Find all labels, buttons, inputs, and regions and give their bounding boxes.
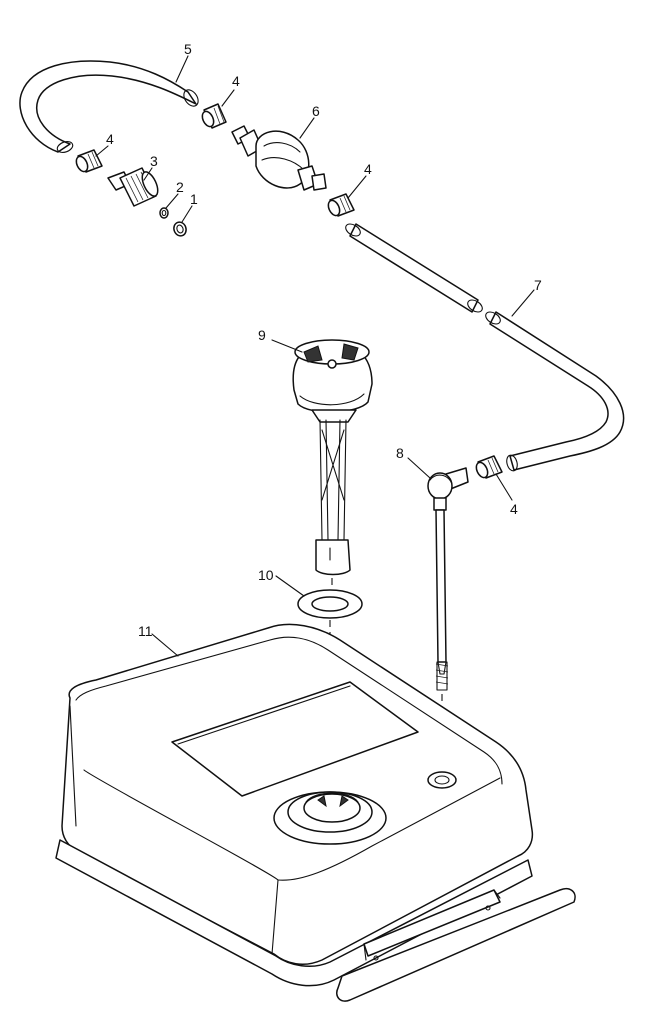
fuel-pickup-tube bbox=[427, 467, 469, 691]
callout-3: 3 bbox=[150, 153, 158, 169]
callout-4-top: 4 bbox=[232, 73, 240, 89]
gauge-gasket bbox=[297, 589, 363, 619]
callout-8: 8 bbox=[396, 445, 404, 461]
callout-9: 9 bbox=[258, 327, 266, 343]
fuel-connector bbox=[107, 167, 159, 207]
callout-4-right: 4 bbox=[510, 501, 518, 517]
callout-6: 6 bbox=[312, 103, 320, 119]
callout-10: 10 bbox=[258, 567, 274, 583]
fuel-hose-curved bbox=[19, 60, 199, 153]
callout-1: 1 bbox=[190, 191, 198, 207]
callout-2: 2 bbox=[176, 179, 184, 195]
hose-clamp-fitting-d bbox=[475, 455, 503, 479]
hose-clamp-fitting-c bbox=[327, 193, 355, 217]
callout-leader-lines bbox=[95, 55, 535, 657]
callout-5: 5 bbox=[184, 41, 192, 57]
fuel-gauge bbox=[292, 339, 373, 576]
primer-bulb bbox=[231, 125, 327, 191]
hose-clamp-fitting-a bbox=[201, 103, 227, 129]
o-ring bbox=[159, 207, 169, 219]
callout-labels: 5 4 4 3 2 1 6 4 7 8 4 9 10 11 bbox=[106, 41, 542, 639]
fuel-hose-long bbox=[345, 223, 625, 472]
retaining-clip bbox=[173, 221, 187, 237]
callout-4-mid: 4 bbox=[364, 161, 372, 177]
callout-11: 11 bbox=[138, 623, 153, 639]
callout-7: 7 bbox=[534, 277, 542, 293]
fuel-tank bbox=[55, 623, 576, 1002]
hose-clamp-fitting-b bbox=[75, 149, 103, 173]
callout-4-left: 4 bbox=[106, 131, 114, 147]
